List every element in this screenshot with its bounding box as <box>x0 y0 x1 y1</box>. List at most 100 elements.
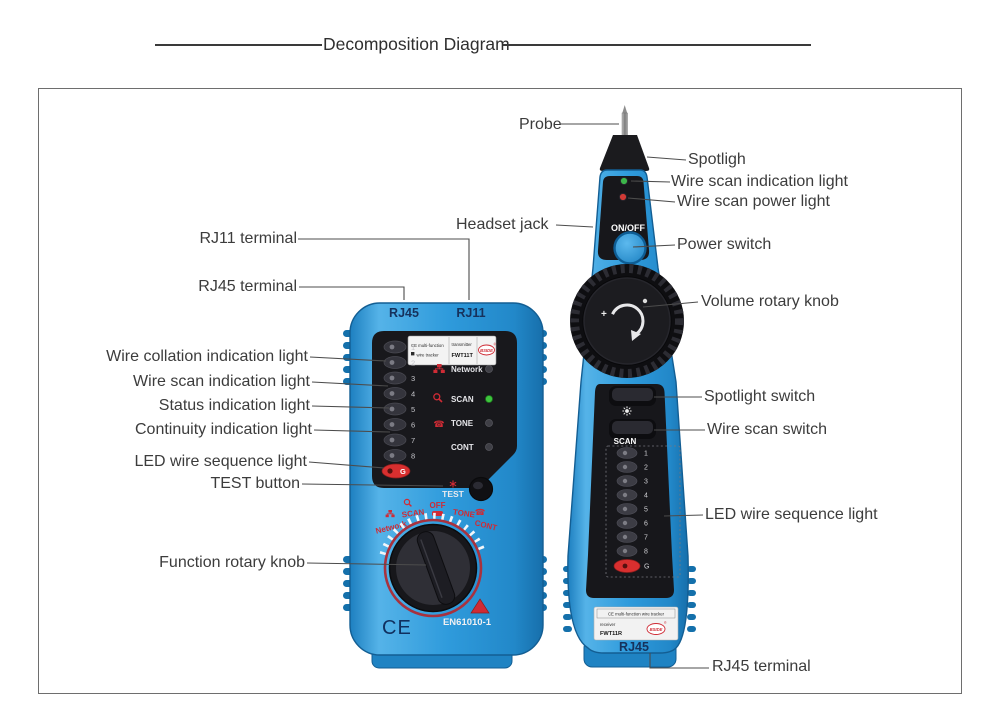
svg-text:6: 6 <box>411 421 415 430</box>
callout-wire-scan-power-light: Wire scan power light <box>677 193 830 210</box>
transmitter-spec-label: CE multi-function wire tracker transmitt… <box>407 335 497 366</box>
spotlight-switch-button <box>609 386 656 406</box>
callout-function-rotary-knob: Function rotary knob <box>159 554 305 571</box>
callout-rj45-terminal-rx: RJ45 terminal <box>712 658 811 675</box>
volume-rotary-knob: + <box>570 264 684 378</box>
probe-cone <box>599 135 650 171</box>
knob-lever <box>416 531 456 605</box>
transmitter-ground-led <box>381 463 411 479</box>
callout-led-wire-sequence-light-tx: LED wire sequence light <box>134 453 307 470</box>
svg-text:CONT: CONT <box>451 443 474 452</box>
callout-rj11-terminal: RJ11 terminal <box>199 230 297 247</box>
dial-red-ring <box>383 518 483 618</box>
svg-text:Network: Network <box>451 365 483 374</box>
receiver-scan-label: SCAN <box>614 437 637 446</box>
transmitter-device: RJ45 RJ11 CE multi-function wire tracker… <box>343 302 547 669</box>
svg-text:FWT11T: FWT11T <box>452 353 474 359</box>
title-rule-left <box>155 44 322 46</box>
phone-icon: ☎ <box>433 419 444 429</box>
callout-spotlight-switch: Spotlight switch <box>704 388 816 405</box>
wire-scan-switch-button <box>609 419 656 439</box>
svg-text:8: 8 <box>411 452 415 461</box>
svg-text:BSIDE: BSIDE <box>480 348 493 353</box>
star-icon <box>449 480 457 488</box>
svg-text:1: 1 <box>644 451 648 458</box>
callout-probe: Probe <box>519 116 562 133</box>
network-icon <box>433 364 445 373</box>
callout-volume-rotary-knob: Volume rotary knob <box>701 293 839 310</box>
svg-text:receiver: receiver <box>600 622 616 627</box>
svg-text:3: 3 <box>644 479 648 486</box>
svg-text:3: 3 <box>411 374 415 383</box>
svg-text:OFF: OFF <box>430 501 446 510</box>
dial-tick-marks <box>379 512 487 556</box>
svg-text:5: 5 <box>411 405 415 414</box>
svg-text:BSIDE: BSIDE <box>650 627 663 632</box>
sun-icon <box>622 406 632 416</box>
svg-text:®: ® <box>664 621 667 625</box>
power-button <box>613 231 647 265</box>
magnifier-icon <box>403 498 412 507</box>
svg-text:6: 6 <box>644 521 648 528</box>
svg-text:2: 2 <box>411 359 415 368</box>
svg-text:CE multi-function: CE multi-function <box>411 343 444 348</box>
svg-text:CE multi-function wire tracker: CE multi-function wire tracker <box>608 612 665 617</box>
transmitter-status-column: Network SCAN ☎ TONE CONT <box>433 364 493 452</box>
diagram-border <box>38 88 962 694</box>
svg-text:SCAN: SCAN <box>451 395 474 404</box>
svg-text:7: 7 <box>644 535 648 542</box>
svg-text:5: 5 <box>644 507 648 514</box>
phone-icon: ☎ <box>475 507 486 517</box>
cont-led <box>485 443 493 451</box>
magnifier-icon <box>433 393 443 403</box>
callout-rj45-terminal: RJ45 terminal <box>198 278 297 295</box>
volume-arrowhead <box>631 330 641 341</box>
transmitter-led-column: 1 2 3 4 5 6 7 8 G <box>381 340 415 479</box>
callout-led-wire-sequence-light-rx: LED wire sequence light <box>705 506 878 523</box>
callout-wire-scan-switch: Wire scan switch <box>707 421 828 438</box>
warning-triangle-icon <box>470 598 490 614</box>
svg-text:4: 4 <box>644 493 648 500</box>
transmitter-front-panel <box>372 331 517 488</box>
volume-arrow-icon <box>611 303 645 336</box>
receiver-spec-label: CE multi-function wire tracker receiver … <box>593 606 679 641</box>
svg-text:wire tracker: wire tracker <box>417 353 440 358</box>
volume-plus-label: + <box>601 309 607 320</box>
svg-text:FWT11R: FWT11R <box>600 631 622 637</box>
svg-text:4: 4 <box>411 390 415 399</box>
callout-test-button: TEST button <box>210 475 300 492</box>
svg-text:7: 7 <box>411 436 415 445</box>
svg-text:2: 2 <box>644 465 648 472</box>
standard-text: EN61010-1 <box>443 617 492 628</box>
network-led <box>485 365 493 373</box>
svg-text:G: G <box>644 564 649 571</box>
wire-scan-indication-led <box>619 176 629 186</box>
callout-power-switch: Power switch <box>677 236 772 253</box>
svg-text:8: 8 <box>644 549 648 556</box>
svg-text:SCAN: SCAN <box>401 507 425 519</box>
svg-text:1: 1 <box>411 343 415 352</box>
receiver-device: ON/OFF + <box>563 105 696 668</box>
callout-wire-scan-indication-light-tx: Wire scan indication light <box>133 373 310 390</box>
test-button: TEST <box>442 476 494 502</box>
wire-scan-power-led <box>618 192 628 202</box>
callout-wire-scan-indication-light-rx: Wire scan indication light <box>671 173 848 190</box>
svg-text:TEST: TEST <box>442 489 465 499</box>
tone-led <box>485 419 493 427</box>
volume-index-dot <box>642 298 648 304</box>
svg-text:G: G <box>400 467 406 476</box>
callout-spotligh: Spotligh <box>688 151 746 168</box>
ce-mark: CE <box>382 617 412 639</box>
onoff-label: ON/OFF <box>611 223 645 233</box>
title-rule-right <box>503 44 811 46</box>
svg-text:®: ® <box>494 343 497 347</box>
callout-status-indication-light: Status indication light <box>158 397 310 414</box>
network-icon <box>385 510 395 518</box>
svg-text:transmitter: transmitter <box>452 342 473 347</box>
led-panel-outline <box>605 445 681 578</box>
function-rotary-knob: Network SCAN OFF TONE ☎ CONT <box>375 498 498 618</box>
scan-led <box>485 395 493 403</box>
callout-continuity-indication-light: Continuity indication light <box>135 421 312 438</box>
